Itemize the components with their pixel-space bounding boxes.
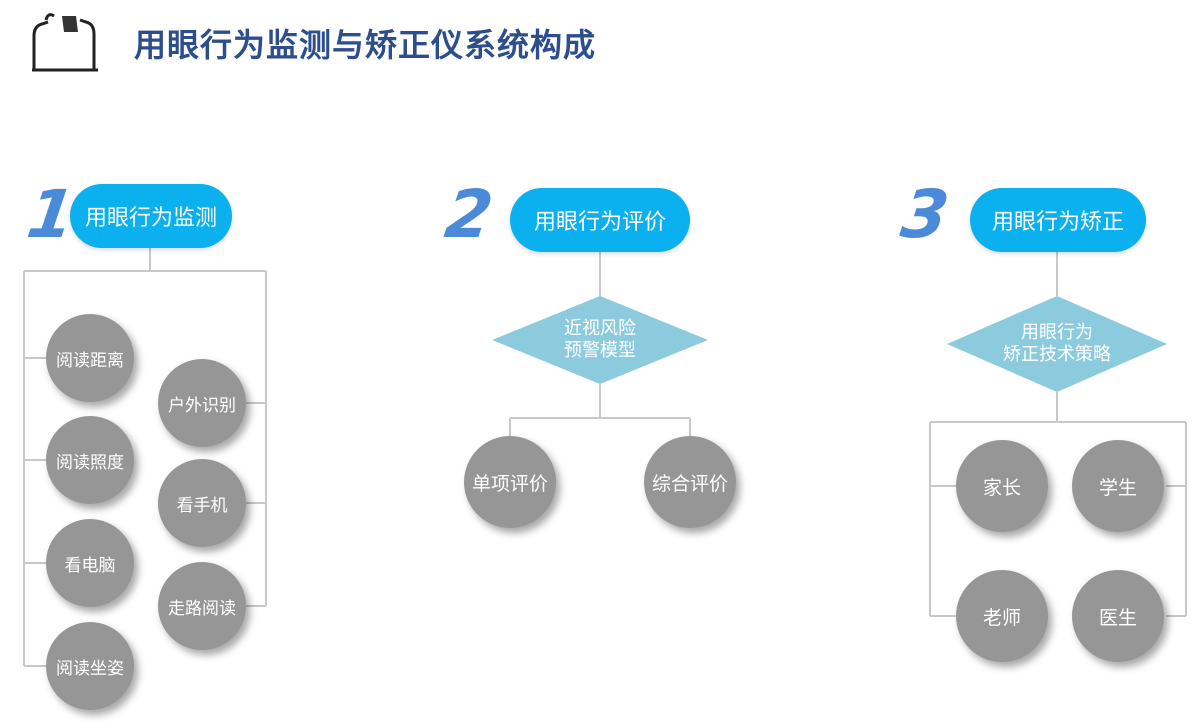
section-number-3: 3 — [896, 176, 954, 253]
section-header-evaluation: 用眼行为评价 — [510, 188, 690, 252]
item-walking-reading: 走路阅读 — [158, 562, 246, 650]
section-header-monitoring: 用眼行为监测 — [70, 184, 232, 248]
section-header-correction: 用眼行为矫正 — [970, 188, 1146, 252]
page-title: 用眼行为监测与矫正仪系统构成 — [134, 26, 597, 64]
bag-icon — [28, 10, 104, 78]
strategy-label: 用眼行为 矫正技术策略 — [1003, 322, 1111, 365]
strategy-diamond — [947, 296, 1167, 392]
item-outdoor-detection: 户外识别 — [158, 359, 246, 447]
item-parent: 家长 — [956, 440, 1048, 532]
item-student: 学生 — [1072, 440, 1164, 532]
item-doctor: 医生 — [1072, 570, 1164, 662]
item-reading-distance: 阅读距离 — [46, 314, 134, 402]
item-computer-use: 看电脑 — [46, 519, 134, 607]
item-single-evaluation: 单项评价 — [464, 436, 556, 528]
item-reading-posture: 阅读坐姿 — [46, 622, 134, 710]
risk-model-diamond — [492, 296, 708, 384]
risk-model-label: 近视风险 预警模型 — [564, 318, 636, 361]
item-reading-illuminance: 阅读照度 — [46, 416, 134, 504]
item-overall-evaluation: 综合评价 — [644, 436, 736, 528]
section-number-2: 2 — [440, 176, 498, 253]
item-phone-use: 看手机 — [158, 459, 246, 547]
item-teacher: 老师 — [956, 570, 1048, 662]
